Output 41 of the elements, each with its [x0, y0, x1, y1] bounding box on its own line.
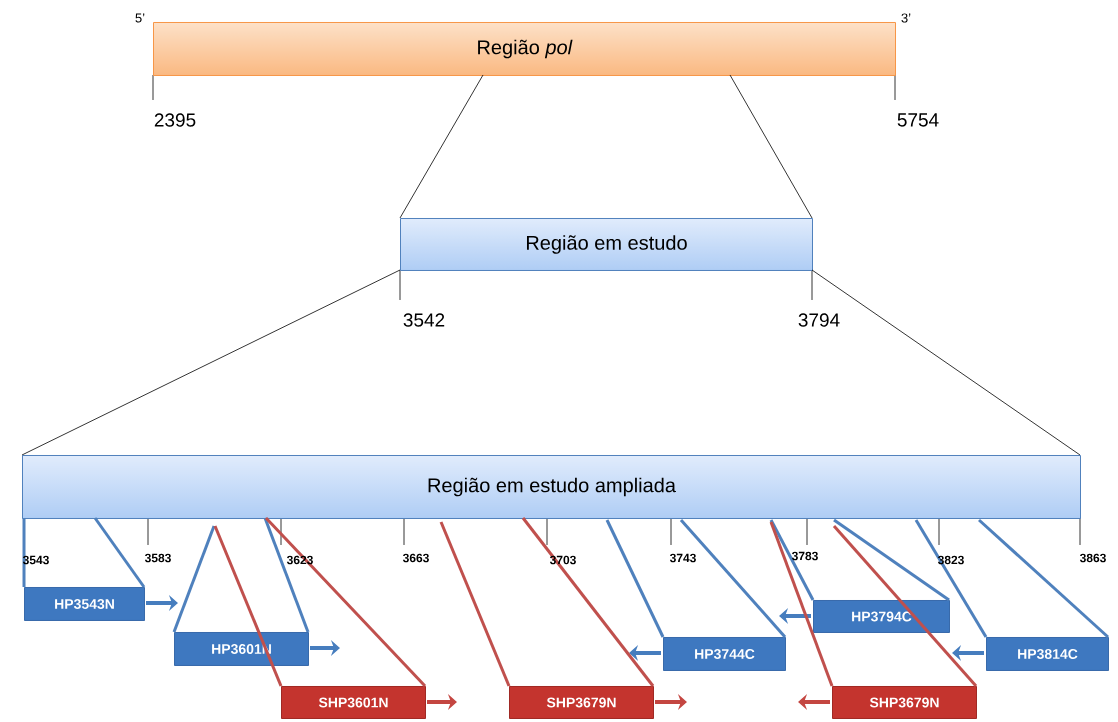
region-bar: Região pol [153, 22, 896, 76]
region-bar: Região em estudo ampliada [22, 455, 1081, 519]
leader-line [832, 525, 978, 687]
position-label: 3794 [798, 313, 840, 327]
position-label: 3542 [403, 313, 445, 327]
primer-box: HP3543N [24, 587, 145, 621]
position-label: 5754 [897, 113, 939, 127]
primer-box: SHP3679N [832, 686, 977, 719]
leader-line [439, 521, 511, 687]
primer-box: SHP3601N [281, 686, 426, 719]
leader-line [729, 74, 813, 219]
position-label: 3’ [901, 13, 911, 23]
primer-box: SHP3679N [509, 686, 654, 719]
leader-line [21, 269, 401, 456]
position-label: 3783 [791, 551, 818, 561]
leader-line [22, 518, 26, 587]
leader-line [679, 519, 787, 638]
primer-box: HP3794C [813, 600, 950, 633]
position-label: 3663 [402, 553, 429, 563]
leader-line [978, 518, 1109, 639]
leader-line [264, 516, 427, 688]
leader-line [914, 519, 988, 638]
leader-line [172, 525, 216, 633]
leader-line [213, 525, 283, 687]
position-label: 3583 [144, 553, 171, 563]
leader-line [833, 518, 950, 602]
leader-line [605, 519, 665, 638]
position-label: 5’ [135, 13, 145, 23]
position-label: 3743 [669, 553, 696, 563]
leader-line [521, 517, 655, 687]
position-label: 3863 [1079, 553, 1106, 563]
region-bar: Região em estudo [400, 218, 813, 271]
primer-box: HP3744C [663, 637, 786, 671]
leader-line [399, 74, 484, 219]
leader-line [769, 519, 815, 601]
leader-line [769, 521, 834, 687]
leader-line [263, 517, 310, 633]
leader-line [811, 269, 1081, 456]
position-label: 2395 [154, 113, 196, 127]
leader-line [93, 517, 146, 588]
primer-box: HP3814C [986, 637, 1109, 671]
